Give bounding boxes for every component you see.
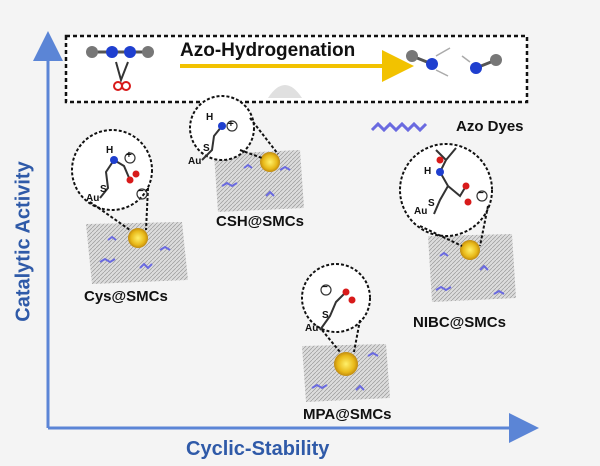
nibc-au: Au bbox=[414, 206, 428, 217]
product-amines bbox=[406, 47, 502, 77]
azo-molecule bbox=[86, 46, 154, 91]
nibc-label: NIBC@SMCs bbox=[413, 314, 506, 331]
mpa-label: MPA@SMCs bbox=[303, 406, 392, 423]
mpa-s: S bbox=[322, 310, 329, 321]
nibc-panel bbox=[399, 143, 516, 302]
cys-h: H bbox=[106, 145, 114, 156]
legend-label: Azo Dyes bbox=[456, 118, 524, 135]
nibc-s: S bbox=[428, 198, 435, 209]
csh-s: S bbox=[203, 143, 210, 154]
mpa-au: Au bbox=[305, 323, 319, 334]
mpa-panel bbox=[301, 263, 390, 402]
banner-title: Azo-Hydrogenation bbox=[180, 40, 356, 61]
cys-au: Au bbox=[86, 193, 100, 204]
cys-panel bbox=[71, 129, 188, 284]
mpa-minus: − bbox=[322, 282, 328, 293]
x-axis-label: Cyclic-Stability bbox=[186, 438, 330, 460]
y-axis-label: Catalytic Activity bbox=[12, 161, 35, 322]
cys-label: Cys@SMCs bbox=[84, 288, 168, 305]
nibc-h: H bbox=[424, 166, 432, 177]
cys-minus: − bbox=[138, 186, 144, 197]
nibc-minus: − bbox=[478, 188, 484, 199]
catalyst-cone bbox=[268, 85, 302, 98]
cys-plus: + bbox=[126, 150, 132, 161]
csh-h: H bbox=[206, 112, 214, 123]
cys-s: S bbox=[100, 184, 107, 195]
azo-dye-icon bbox=[370, 121, 428, 133]
csh-label: CSH@SMCs bbox=[216, 213, 304, 230]
csh-panel bbox=[189, 95, 304, 212]
csh-au: Au bbox=[188, 156, 202, 167]
csh-plus: + bbox=[228, 119, 234, 130]
